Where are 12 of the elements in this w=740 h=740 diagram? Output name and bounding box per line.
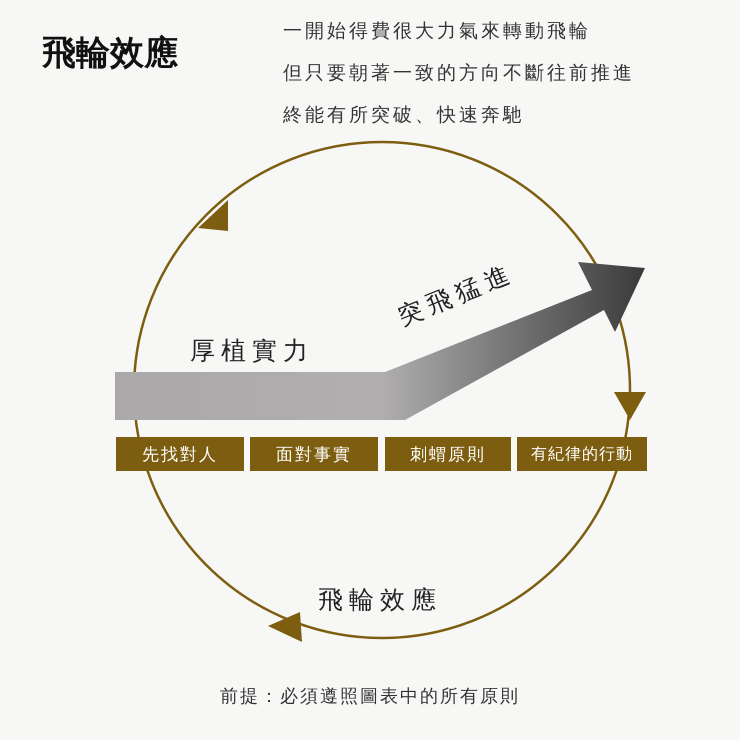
principle-box: 刺蝟原則 <box>385 437 511 471</box>
arrow-label: 厚植實力 <box>190 335 314 367</box>
note-text: 終能有所突破、快速奔馳 <box>283 103 525 128</box>
caption: 前提：必須遵照圖表中的所有原則 <box>219 685 521 708</box>
note-text: 一開始得費很大力氣來轉動飛輪 <box>283 19 591 44</box>
note-text: 但只要朝著一致的方向不斷往前推進 <box>283 61 635 86</box>
cycle-label: 飛輪效應 <box>318 584 442 616</box>
title: 飛輪效應 <box>42 32 178 75</box>
principle-box: 有紀律的行動 <box>517 437 647 471</box>
principle-box: 先找對人 <box>116 437 244 471</box>
principle-box: 面對事實 <box>250 437 378 471</box>
arrow-label: 突飛猛進 <box>392 256 520 333</box>
